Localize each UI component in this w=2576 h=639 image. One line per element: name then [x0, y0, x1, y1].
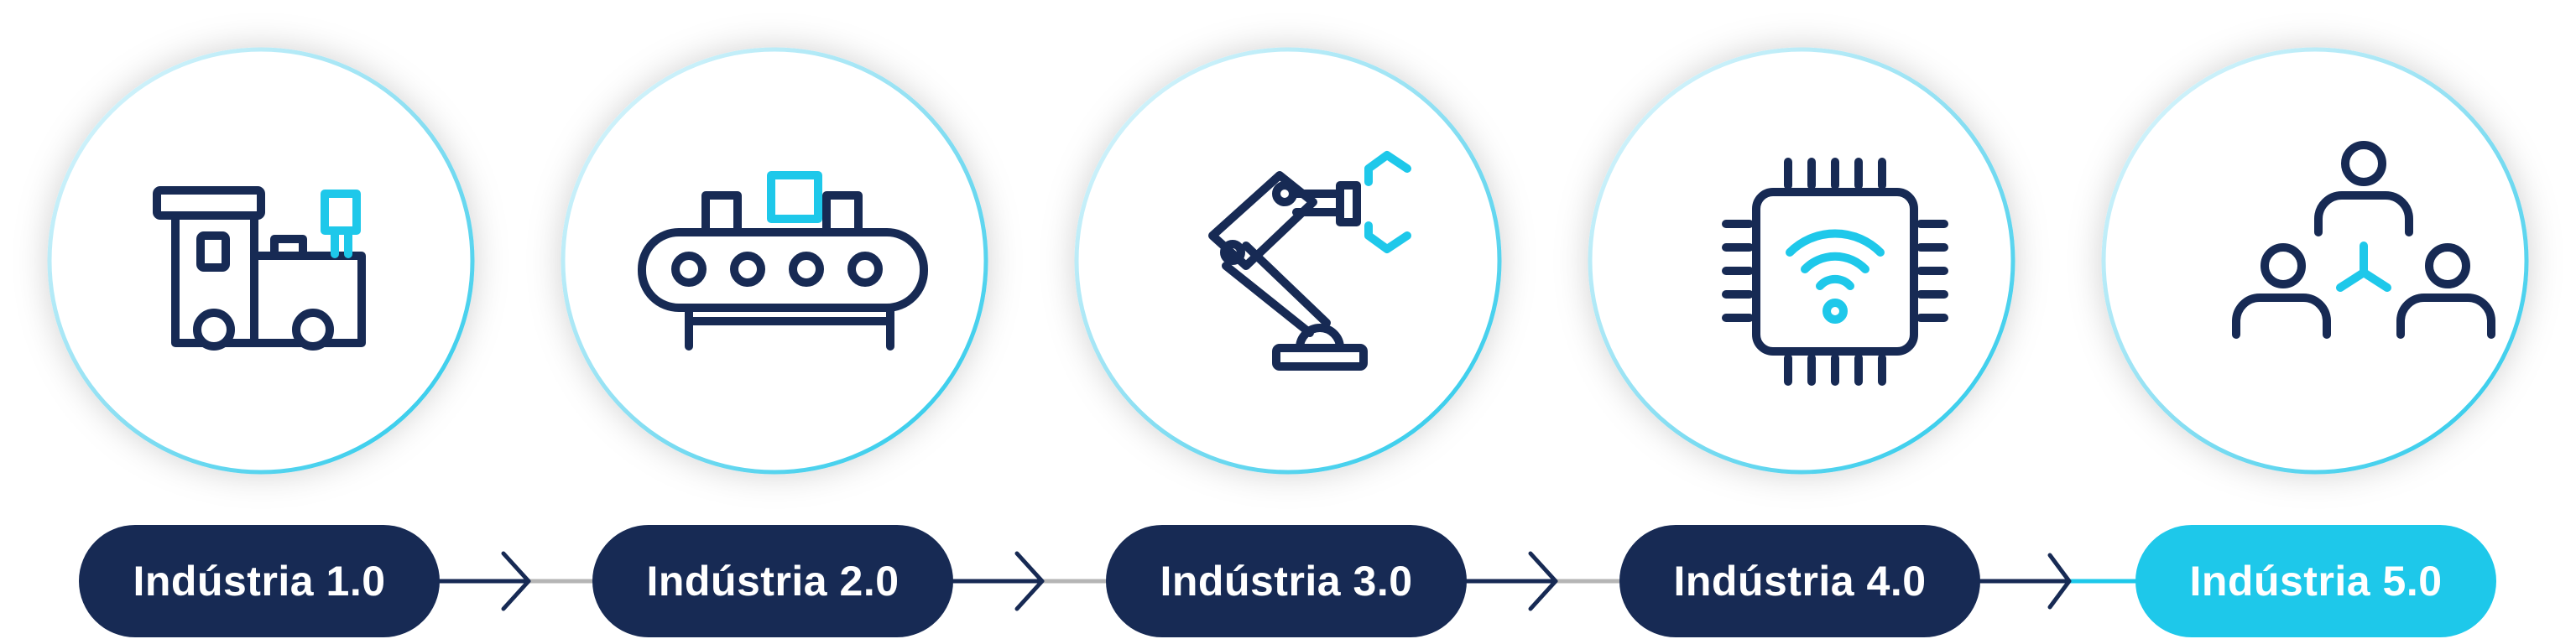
arrow-right-icon: [1528, 551, 1558, 611]
people-network-icon: [2232, 141, 2495, 339]
wifi-chip-icon: [1722, 158, 1948, 386]
arrow-right-icon: [1014, 551, 1045, 611]
stage-2-label: Indústria 2.0: [592, 525, 953, 637]
stage-2-circle: [514, 1, 1035, 521]
connector-4-5: [1978, 553, 2138, 610]
stage-4-circle: [1541, 1, 2062, 521]
stage-1-label: Indústria 1.0: [79, 525, 440, 637]
stage-3-label: Indústria 3.0: [1106, 525, 1467, 637]
conveyor-belt-icon: [638, 171, 928, 351]
stage-5-label: Indústria 5.0: [2135, 525, 2496, 637]
robot-arm-icon: [1208, 151, 1411, 371]
connector-2-3: [951, 551, 1111, 611]
connector-1-2: [437, 551, 597, 611]
connector-3-4: [1464, 551, 1624, 611]
stage-4-label: Indústria 4.0: [1619, 525, 1980, 637]
steam-train-icon: [153, 186, 366, 351]
stage-3-circle: [1028, 1, 1548, 521]
stage-5-circle: [2055, 1, 2575, 521]
arrow-right-icon: [501, 551, 531, 611]
stage-1-circle: [1, 1, 521, 521]
arrow-right-icon: [2047, 553, 2072, 610]
